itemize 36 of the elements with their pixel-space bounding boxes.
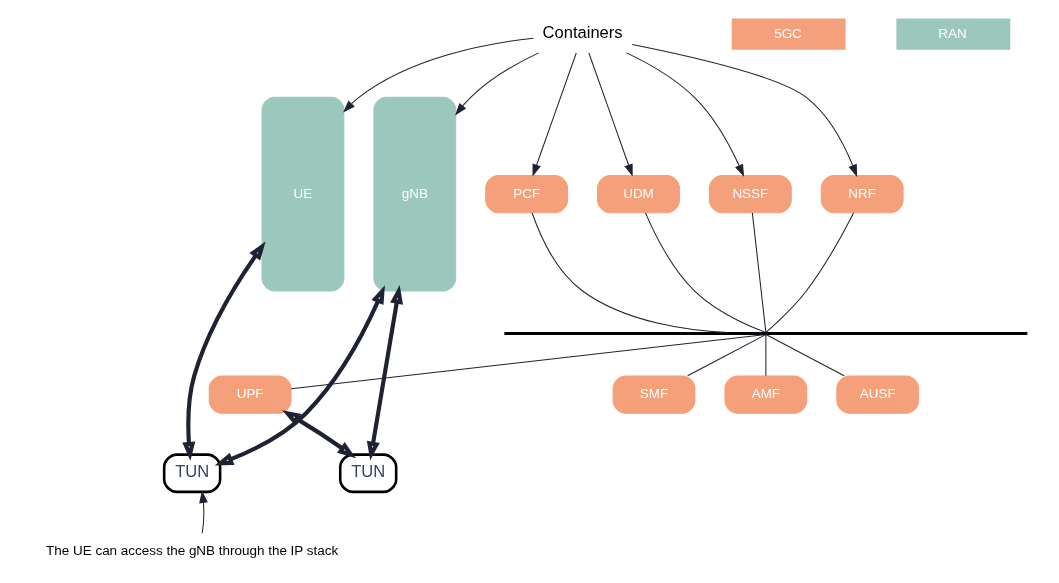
legend-label: RAN — [938, 25, 967, 41]
node-box: UPF — [208, 375, 292, 414]
node-box: UE — [261, 96, 345, 292]
node-text: The UE can access the gNB through the IP stack — [46, 543, 339, 559]
arrow — [455, 52, 540, 116]
node-box: PCF — [485, 175, 569, 214]
node-box: SMF — [612, 375, 696, 414]
connector — [687, 334, 767, 377]
node-box: UDM — [597, 175, 680, 214]
arrow — [631, 43, 858, 177]
connector — [765, 212, 854, 333]
node-box: AMF — [724, 375, 808, 414]
connector — [751, 212, 767, 333]
node-box: AUSF — [836, 375, 920, 414]
node-box: gNB — [373, 96, 457, 292]
connector — [645, 212, 767, 333]
arrow — [366, 285, 404, 461]
arrow — [199, 490, 208, 534]
arrow — [282, 410, 357, 459]
node-text: Containers — [542, 23, 623, 43]
connector — [765, 334, 767, 377]
arrow — [214, 285, 385, 466]
node-box: TUN — [162, 453, 222, 494]
arrow — [588, 52, 633, 177]
node-box: NSSF — [708, 175, 792, 214]
connector — [531, 212, 728, 333]
arrow — [343, 37, 534, 113]
arrow — [532, 52, 577, 177]
connector — [765, 334, 845, 377]
connector — [290, 333, 767, 390]
node-box: TUN — [338, 453, 398, 494]
legend-label: 5GC — [774, 25, 802, 41]
arrow — [626, 52, 745, 177]
node-bar — [504, 331, 1028, 335]
node-box: NRF — [820, 175, 904, 214]
arrow — [182, 241, 266, 461]
